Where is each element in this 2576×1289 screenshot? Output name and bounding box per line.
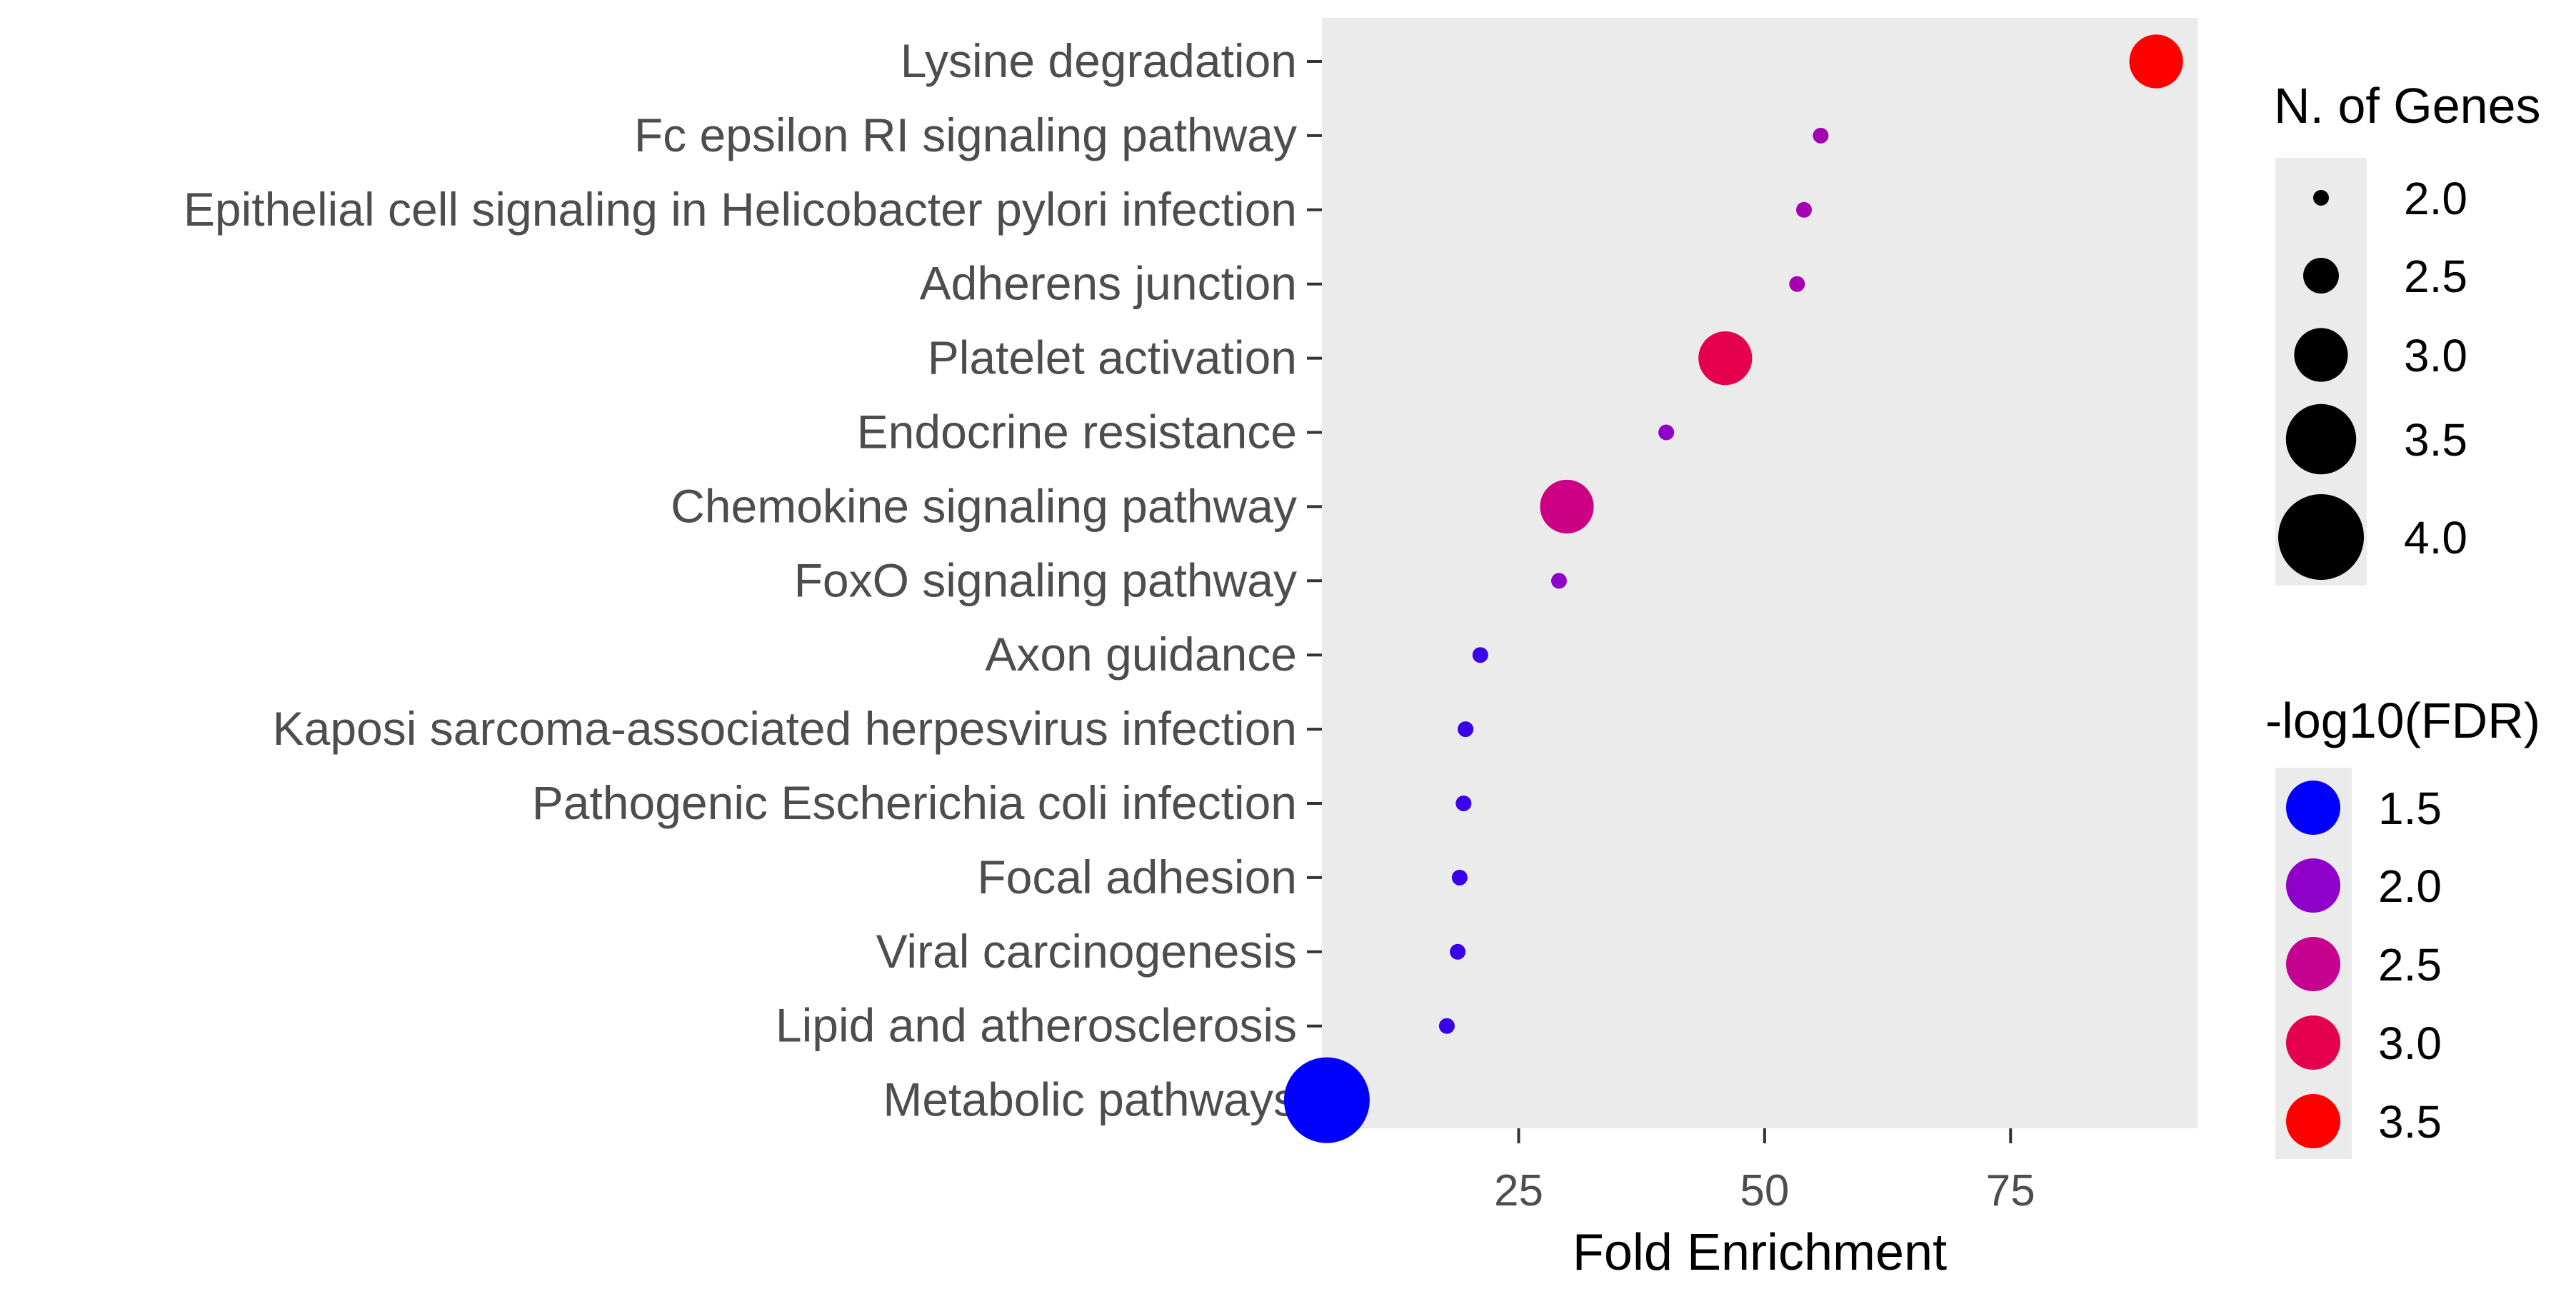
y-tick-label: Chemokine signaling pathway [671,479,1297,532]
color-legend-key [2286,781,2340,835]
color-legend-label: 2.0 [2378,861,2442,912]
data-point [1789,276,1805,292]
y-tick-label: Focal adhesion [977,851,1297,903]
data-point [1472,647,1488,663]
size-legend-label: 3.5 [2404,414,2467,466]
x-axis-title: Fold Enrichment [1573,1224,1947,1281]
data-point [1550,573,1567,589]
data-point [1450,943,1466,960]
y-tick-label: Lipid and atherosclerosis [776,999,1297,1052]
y-tick-label: Viral carcinogenesis [876,925,1297,978]
y-tick-label: Platelet activation [928,331,1297,384]
size-legend-label: 2.5 [2404,251,2467,302]
color-legend-key [2286,937,2340,991]
data-point [1698,331,1753,386]
x-tick-label: 50 [1740,1166,1789,1215]
x-axis: 25 50 75 [1494,1128,2035,1215]
color-legend-title: -log10(FDR) [2265,693,2540,748]
x-tick-label: 75 [1986,1166,2035,1215]
data-point [1795,201,1812,218]
y-tick-label: Axon guidance [985,628,1297,681]
data-point [1813,127,1829,144]
size-legend-key [2285,403,2357,475]
y-tick-label: Metabolic pathways [883,1073,1297,1126]
size-legend-key [2313,190,2329,206]
data-point [1451,869,1468,886]
y-tick-label: Endocrine resistance [857,406,1297,458]
y-tick-label: Pathogenic Escherichia coli infection [532,776,1297,829]
color-legend-label: 3.5 [2378,1096,2442,1148]
size-legend-label: 4.0 [2404,512,2467,563]
size-legend-label: 3.0 [2404,330,2467,381]
y-axis: Lysine degradation Fc epsilon RI signalin… [184,34,1322,1126]
y-tick-label: Epithelial cell signaling in Helicobacte… [184,183,1297,236]
y-tick-label: Lysine degradation [901,34,1297,87]
x-tick-label: 25 [1494,1166,1543,1215]
size-legend-title: N. of Genes [2274,78,2541,134]
data-point [1438,1018,1455,1034]
color-legend: -log10(FDR) 1.5 2.0 2.5 3.0 3.5 [2265,693,2540,1159]
color-legend-key [2286,1094,2340,1148]
color-legend-label: 1.5 [2378,783,2442,834]
y-tick-label: Kaposi sarcoma-associated herpesvirus in… [273,702,1297,755]
y-tick-label: Fc epsilon RI signaling pathway [634,109,1297,161]
data-points [1283,34,2183,1143]
color-legend-label: 3.0 [2378,1018,2442,1069]
size-legend: N. of Genes 2.0 2.5 3.0 3.5 4.0 [2274,78,2541,586]
data-point [2129,34,2183,89]
color-legend-label: 2.5 [2378,939,2442,990]
y-tick-label: Adherens junction [920,257,1297,310]
data-point [1658,424,1675,441]
size-legend-key [2278,494,2364,580]
plot-panel [1322,18,2197,1128]
size-legend-key [2294,328,2348,382]
data-point [1455,796,1472,811]
data-point [1458,721,1474,738]
data-point [1283,1057,1370,1143]
color-legend-key [2286,1015,2340,1070]
y-tick-label: FoxO signaling pathway [794,553,1297,606]
size-legend-key [2303,258,2339,294]
size-legend-label: 2.0 [2404,173,2467,224]
color-legend-key [2286,858,2340,913]
data-point [1540,479,1594,533]
